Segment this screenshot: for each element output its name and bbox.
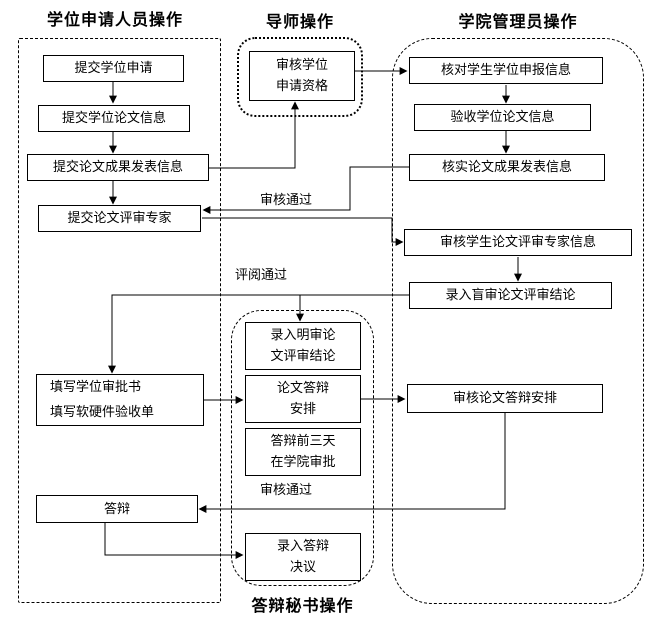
node-enter-resolution-label: 录入答辩 决议 bbox=[276, 538, 329, 574]
node-submit-application: 提交学位申请 bbox=[43, 55, 184, 82]
node-submit-thesis-info-label: 提交学位论文信息 bbox=[61, 110, 166, 126]
node-fill-approval-line2: 填写软硬件验收单 bbox=[50, 404, 155, 419]
node-submit-thesis-info: 提交学位论文信息 bbox=[38, 105, 190, 132]
lane-title-applicant: 学位申请人员操作 bbox=[46, 12, 183, 29]
node-review-defense-plan-label: 审核论文答辩安排 bbox=[452, 390, 557, 406]
node-review-defense-plan: 审核论文答辩安排 bbox=[407, 384, 603, 413]
node-enter-resolution: 录入答辩 决议 bbox=[245, 533, 361, 581]
node-enter-open-review: 录入明审论 文评审结论 bbox=[245, 322, 361, 370]
node-review-experts: 审核学生论文评审专家信息 bbox=[404, 229, 632, 256]
lane-title-admin: 学院管理员操作 bbox=[458, 14, 578, 31]
node-enter-open-review-label: 录入明审论 文评审结论 bbox=[270, 327, 336, 363]
node-check-declaration: 核对学生学位申报信息 bbox=[409, 57, 603, 84]
node-review-qualification-label: 审核学位 申请资格 bbox=[275, 57, 328, 93]
node-fill-approval: 填写学位审批书 填写软硬件验收单 bbox=[36, 374, 204, 426]
lane-title-secretary: 答辩秘书操作 bbox=[251, 598, 354, 615]
node-defense-label: 答辩 bbox=[103, 500, 130, 516]
node-pre-defense-approval-label: 答辩前三天 在学院审批 bbox=[270, 433, 336, 469]
node-fill-approval-line1: 填写学位审批书 bbox=[50, 379, 142, 395]
node-check-declaration-label: 核对学生学位申报信息 bbox=[440, 62, 571, 78]
node-submit-publication-info: 提交论文成果发表信息 bbox=[27, 154, 209, 181]
node-submit-review-experts-label: 提交论文评审专家 bbox=[67, 210, 172, 226]
node-submit-review-experts: 提交论文评审专家 bbox=[38, 205, 201, 232]
node-review-qualification: 审核学位 申请资格 bbox=[249, 51, 355, 101]
node-defense-plan-label: 论文答辩 安排 bbox=[276, 380, 329, 416]
node-review-experts-label: 审核学生论文评审专家信息 bbox=[439, 234, 596, 250]
node-verify-publication: 核实论文成果发表信息 bbox=[409, 154, 605, 181]
node-submit-publication-info-label: 提交论文成果发表信息 bbox=[52, 159, 183, 175]
node-defense-plan: 论文答辩 安排 bbox=[245, 375, 361, 423]
node-submit-application-label: 提交学位申请 bbox=[74, 60, 153, 76]
node-verify-publication-label: 核实论文成果发表信息 bbox=[441, 159, 572, 175]
node-accept-thesis-label: 验收学位论文信息 bbox=[450, 109, 555, 125]
node-enter-blind-review: 录入盲审论文评审结论 bbox=[409, 282, 612, 309]
edge-label-review-passed-2: 审核通过 bbox=[258, 479, 315, 498]
edge-label-review-passed-1: 审核通过 bbox=[258, 189, 315, 208]
node-enter-blind-review-label: 录入盲审论文评审结论 bbox=[445, 287, 576, 303]
arrow-submit-experts-to-review-experts bbox=[202, 217, 404, 246]
supervisor-lane-container bbox=[237, 37, 363, 117]
edge-label-reading-passed: 评阅通过 bbox=[233, 264, 290, 283]
node-defense: 答辩 bbox=[36, 495, 198, 523]
lane-title-supervisor: 导师操作 bbox=[265, 14, 334, 31]
node-pre-defense-approval: 答辩前三天 在学院审批 bbox=[245, 428, 361, 476]
node-accept-thesis: 验收学位论文信息 bbox=[414, 104, 591, 131]
